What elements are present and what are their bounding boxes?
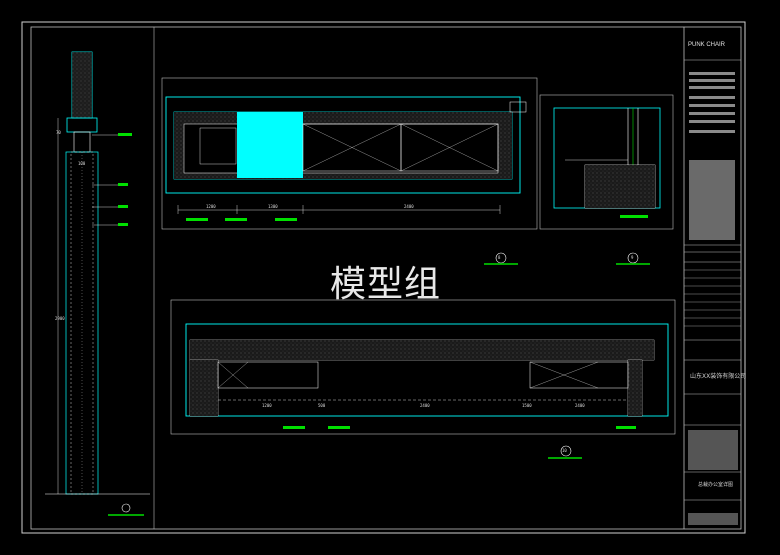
elev-dim-3: 2400 xyxy=(420,403,430,408)
title-block-company: 山东XX装饰有限公司 xyxy=(690,373,747,380)
svg-text:8: 8 xyxy=(498,255,501,260)
left-dim-3: 2900 xyxy=(55,316,65,321)
plan-dim-1: 1200 xyxy=(206,204,216,209)
detail-view xyxy=(539,94,674,230)
elev-dim-1: 1200 xyxy=(262,403,272,408)
elev-dim-5: 2400 xyxy=(575,403,585,408)
elevation-view: 1200 500 2400 1500 2400 xyxy=(170,299,676,435)
left-vertical-section: 70 100 2900 xyxy=(45,51,150,516)
plan-dim-2: 1300 xyxy=(268,204,278,209)
plan-view: 1200 1300 2400 xyxy=(161,77,538,230)
svg-text:10: 10 xyxy=(562,448,567,453)
left-dim-2: 100 xyxy=(78,161,86,166)
watermark-text: 模型组 xyxy=(330,264,442,305)
section-mark-8: 8 xyxy=(484,252,518,265)
logo: PUNK CHAIR xyxy=(688,42,726,48)
elev-dim-2: 500 xyxy=(318,403,326,408)
title-block: PUNK CHAIR xyxy=(684,42,741,525)
svg-text:9: 9 xyxy=(631,255,634,260)
left-dim-1: 70 xyxy=(56,130,61,135)
section-mark-10: 10 xyxy=(548,445,582,459)
plan-dim-3: 2400 xyxy=(404,204,414,209)
elev-dim-4: 1500 xyxy=(522,403,532,408)
section-mark-9: 9 xyxy=(616,252,650,265)
title-block-drawing-name: 总裁办公室详图 xyxy=(698,482,734,488)
sheet-outer-frame xyxy=(21,21,746,534)
